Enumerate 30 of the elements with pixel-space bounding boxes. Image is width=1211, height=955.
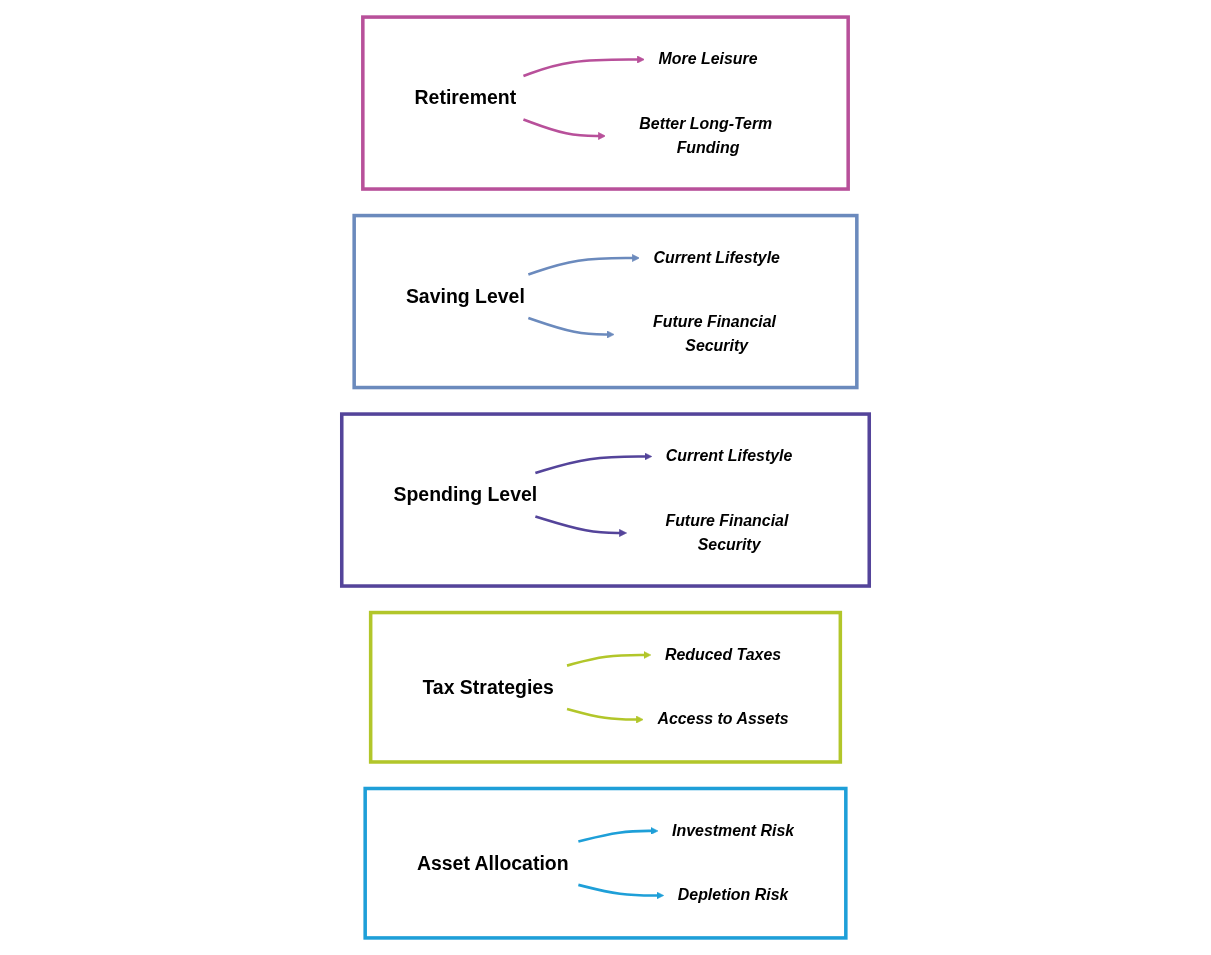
node-text: Spending Level	[393, 483, 538, 506]
node-text: Depletion Risk	[677, 886, 789, 904]
node-text: Future Financial Security	[653, 313, 776, 355]
node-text: Current Lifestyle	[653, 248, 780, 267]
cluster	[340, 412, 871, 588]
cluster	[368, 610, 843, 764]
arrow	[527, 254, 640, 276]
arrow	[527, 316, 615, 339]
node-text: Retirement	[414, 86, 517, 109]
node-text: Saving Level	[405, 285, 525, 308]
arrow	[522, 55, 645, 78]
node-text: Investment Risk	[672, 821, 795, 840]
arrow	[566, 707, 644, 724]
cluster	[361, 15, 850, 191]
arrow	[535, 452, 653, 475]
node-text: Asset Allocation	[416, 852, 569, 875]
cluster	[363, 786, 848, 940]
node-text: Current Lifestyle	[665, 447, 793, 465]
arrow	[535, 515, 627, 537]
node-text: More Leisure	[658, 50, 758, 68]
cluster	[352, 213, 859, 390]
node-text: Future Financial Security	[665, 511, 789, 554]
arrow	[578, 827, 659, 843]
arrow	[578, 883, 664, 900]
node-text: Access to Assets	[657, 710, 789, 728]
arrow	[522, 118, 606, 140]
node-text: Better Long-Term Funding	[639, 114, 773, 157]
arrow	[566, 651, 652, 667]
node-text: Tax Strategies	[422, 676, 554, 699]
node-text: Reduced Taxes	[664, 645, 782, 664]
